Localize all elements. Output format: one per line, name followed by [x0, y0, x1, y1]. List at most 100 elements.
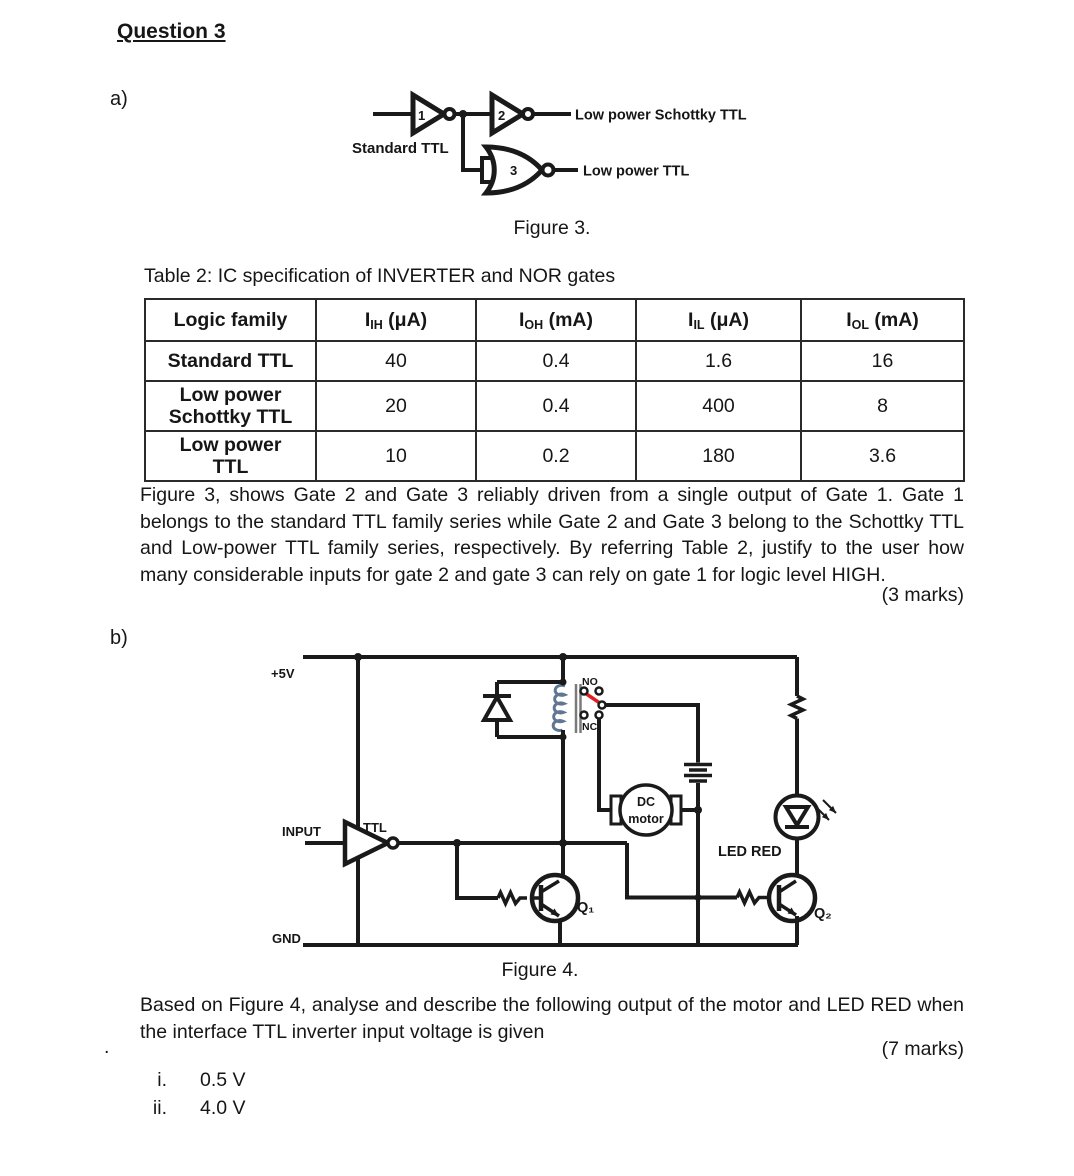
- question-a-text: Figure 3, shows Gate 2 and Gate 3 reliab…: [140, 484, 964, 586]
- relay-no-label: NO: [582, 676, 598, 688]
- no-contact: [579, 686, 589, 696]
- led-arrowhead: [828, 805, 836, 813]
- header-text: I: [846, 308, 852, 331]
- transistor-q2: [735, 872, 818, 945]
- led-label: LED RED: [718, 844, 782, 860]
- q2-base-resistor: [735, 887, 774, 908]
- junction-dot: [559, 678, 567, 686]
- ttl-label: TTL: [363, 820, 387, 835]
- col-header-family: Logic family: [144, 298, 317, 342]
- table-row: Low power TTL 10 0.2 180 3.6: [144, 430, 965, 482]
- q2-emitter-arrow: [787, 907, 796, 915]
- header-text: I: [688, 308, 694, 331]
- gnd-label: GND: [272, 931, 301, 946]
- q1-base-resistor: [496, 888, 527, 908]
- diode-triangle: [480, 692, 514, 722]
- common-contact: [597, 700, 607, 710]
- common-wire: [605, 703, 700, 763]
- relay-armature: [583, 691, 603, 706]
- q2-collector: [778, 879, 797, 894]
- nc-contact: [579, 710, 589, 720]
- q1-emitter-arrow: [550, 908, 559, 916]
- gate2-inverter: 2: [489, 90, 571, 138]
- question-b-text: Based on Figure 4, analyse and describe …: [140, 994, 964, 1043]
- gate2-family-label: Low power Schottky TTL: [575, 108, 747, 124]
- cell-iil: 1.6: [635, 340, 802, 382]
- item-value: 0.5 V: [200, 1069, 246, 1091]
- cell-iil: 180: [635, 430, 802, 482]
- voltage-list: i. 0.5 V ii. 4.0 V: [140, 1069, 246, 1125]
- item-numeral: i.: [157, 1069, 167, 1091]
- junction-dot: [559, 733, 567, 741]
- header-text: I: [364, 308, 371, 331]
- relay-nc-label: NC: [582, 721, 598, 733]
- cell-iih: 20: [315, 380, 477, 432]
- question-b-marks: (7 marks): [881, 1038, 964, 1060]
- inverter-triangle: [342, 818, 394, 868]
- cell-iol: 16: [800, 340, 965, 382]
- cell-family: Standard TTL: [144, 340, 317, 382]
- cell-family: Low power TTL: [144, 430, 317, 482]
- col-header-iol: IOL (mA): [800, 298, 965, 342]
- led-arrowhead: [821, 812, 829, 820]
- input-family-label: Standard TTL: [352, 140, 449, 157]
- table-header-row: Logic family IIH (μA) IOH (mA) IIL (μA) …: [144, 298, 965, 342]
- cell-iih: 10: [315, 430, 477, 482]
- relay-contacts: NO NC: [574, 676, 607, 733]
- q1-collector: [540, 879, 560, 894]
- inverter-bubble: [386, 836, 400, 850]
- list-item: i. 0.5 V: [140, 1069, 246, 1097]
- table2-title: Table 2: IC specification of INVERTER an…: [144, 265, 616, 287]
- page-title: Question 3: [117, 20, 226, 43]
- figure4-circuit: +5V GND INPUT TTL: [271, 653, 837, 947]
- cell-ioh: 0.4: [475, 380, 637, 432]
- gate3-number: 3: [510, 163, 517, 178]
- stray-period: .: [104, 1036, 110, 1058]
- cell-iol: 8: [800, 380, 965, 432]
- col-header-ioh: IOH (mA): [475, 298, 637, 342]
- spec-table: Logic family IIH (μA) IOH (mA) IIL (μA) …: [144, 298, 965, 482]
- part-b-label: b): [110, 627, 128, 649]
- col-header-iil: IIL (μA): [635, 298, 802, 342]
- header-unit: (μA): [704, 308, 749, 331]
- gate2-number: 2: [498, 108, 505, 123]
- question-a-marks: (3 marks): [881, 584, 964, 606]
- q2-label: Q₂: [814, 906, 832, 922]
- header-subscript: OL: [851, 317, 869, 332]
- list-item: ii. 4.0 V: [140, 1097, 246, 1125]
- dc-motor: DC motor: [609, 783, 698, 837]
- no-contact: [594, 686, 604, 696]
- figure4-caption: Figure 4.: [501, 959, 579, 981]
- inverter1-bubble: [442, 107, 457, 121]
- cell-family: Low power Schottky TTL: [144, 380, 317, 432]
- vcc-label: +5V: [271, 666, 295, 681]
- cell-iol: 3.6: [800, 430, 965, 482]
- figure3-caption: Figure 3.: [513, 217, 591, 239]
- transistor-q1: [529, 872, 581, 945]
- gate1-number: 1: [418, 108, 425, 123]
- gate3-family-label: Low power TTL: [583, 164, 689, 180]
- header-subscript: IH: [370, 317, 383, 332]
- header-text: I: [519, 308, 525, 331]
- header-subscript: OH: [524, 317, 544, 332]
- junction-dot: [354, 653, 362, 661]
- col-header-iih: IIH (μA): [315, 298, 477, 342]
- relay-coil: [551, 683, 569, 732]
- led-resistor: [786, 694, 808, 721]
- branch-wire: [461, 114, 486, 172]
- header-subscript: IL: [693, 317, 705, 332]
- part-a-label: a): [110, 88, 128, 110]
- gate3-nor: 3: [480, 144, 578, 196]
- header-text: Logic family: [173, 308, 288, 331]
- figure3-circuit: 1 2 Low power Schottky TTL Standard TTL …: [352, 90, 747, 196]
- nc-contact: [594, 710, 604, 720]
- led-triangle: [782, 805, 812, 829]
- inverter2-triangle: [489, 90, 528, 138]
- item-value: 4.0 V: [200, 1097, 246, 1119]
- motor-label-dc: DC: [637, 795, 655, 809]
- motor-body: [618, 783, 674, 837]
- ttl-inverter: INPUT TTL: [282, 818, 400, 868]
- motor-label-motor: motor: [628, 812, 664, 826]
- gate1-inverter: 1: [373, 90, 457, 138]
